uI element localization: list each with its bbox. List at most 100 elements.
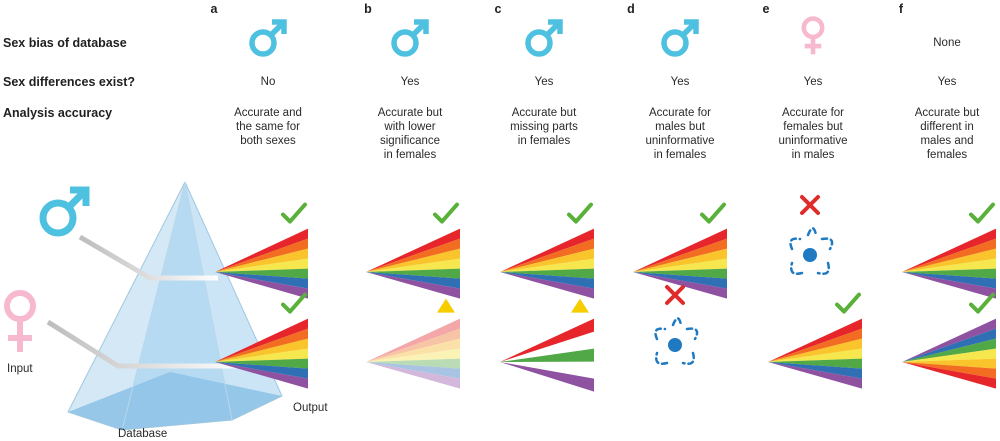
panel-a-male-output-band-0 [215, 228, 308, 272]
panel-f-male-output-band-0 [902, 228, 996, 272]
panel-d-male-output-band-2 [633, 248, 727, 272]
panel-c-male-check-icon [567, 202, 593, 224]
panel-b-female-output-band-1 [366, 328, 460, 362]
bias-text-f: None [933, 37, 961, 49]
row-label-bias: Sex bias of database [3, 36, 127, 50]
panel-label-f: f [898, 2, 904, 16]
panel-d-male-output-band-4 [633, 268, 727, 279]
panel-e-female-output-band-5 [768, 362, 862, 379]
panel-label-a: a [210, 2, 218, 16]
differences-e: Yes [803, 76, 823, 88]
panel-f-female-output-band-2 [902, 338, 996, 362]
panel-c-male-output-band-5 [500, 272, 594, 289]
panel-b-male-output-band-6 [366, 272, 460, 299]
panel-d-male-output-band-0 [633, 228, 727, 272]
panel-c-female-output-band-1 [500, 348, 594, 362]
panel-b-female-output-band-2 [366, 338, 460, 362]
differences-b: Yes [400, 76, 420, 88]
panel-f-female-output-band-4 [902, 358, 996, 369]
panel-c-male-output-band-4 [500, 268, 594, 279]
panel-b-female-output-band-0 [366, 318, 460, 362]
panel-label-b: b [364, 2, 372, 16]
panel-d-female-output-arc-0 [654, 327, 667, 341]
panel-label-e: e [762, 2, 770, 16]
panel-b-male-output-band-3 [366, 258, 460, 272]
accuracy-f: Accurate but different in males and fema… [914, 107, 980, 161]
male-symbol-icon [391, 19, 429, 57]
panel-e-male-output-core [803, 248, 817, 262]
panel-b-male-output-band-4 [366, 268, 460, 279]
panel-e-female-output-band-6 [768, 362, 862, 389]
panel-e-female-output-band-4 [768, 358, 862, 369]
panel-e-male-output-arc-4 [806, 227, 818, 237]
panel-f-male-output-band-5 [902, 272, 996, 289]
panel-c-female-output-band-0 [500, 318, 594, 362]
row-label-accuracy: Analysis accuracy [3, 106, 113, 120]
panel-b-male-check-icon [433, 202, 459, 224]
panel-f-male-output-band-4 [902, 268, 996, 279]
panel-d-female-output-arc-4 [671, 317, 683, 327]
panel-f-male-output-band-2 [902, 248, 996, 272]
panel-c-male-output-band-2 [500, 248, 594, 272]
panel-a-female-output-band-1 [215, 328, 308, 362]
panel-label-d: d [627, 2, 635, 16]
panel-e-female-output-band-1 [768, 328, 862, 362]
panel-d-female-output-core [668, 338, 682, 352]
panel-label-c: c [494, 2, 502, 16]
panel-a-female-output-band-3 [215, 348, 308, 362]
panel-f-male-output-band-3 [902, 258, 996, 272]
panel-c-female-output-band-2 [500, 362, 594, 392]
panel-a-male-output-band-4 [215, 268, 308, 279]
panel-b-female-output-band-6 [366, 362, 460, 389]
panel-d-male-output-band-6 [633, 272, 727, 299]
panel-b-female-output-band-3 [366, 348, 460, 362]
panel-c-male-output-band-6 [500, 272, 594, 299]
panel-d-female-output-arc-1 [685, 327, 699, 341]
panel-b-female-output-band-5 [366, 362, 460, 379]
panel-c-female-warning-icon [571, 298, 589, 313]
accuracy-a: Accurate and the same for both sexes [234, 107, 302, 147]
panel-a-female-check-icon [281, 292, 307, 314]
panel-a-female-output-band-5 [215, 362, 308, 379]
panel-a-male-output-band-5 [215, 272, 308, 289]
panel-c-male-output-band-3 [500, 258, 594, 272]
panel-a-female-output-band-6 [215, 362, 308, 389]
panel-a-female-output-band-4 [215, 358, 308, 369]
database-pyramid [67, 181, 283, 431]
panel-f-female-output-band-1 [902, 328, 996, 362]
panel-e-female-output-band-3 [768, 348, 862, 362]
male-symbol-icon [525, 19, 563, 57]
male-symbol-icon [249, 19, 287, 57]
panel-f-female-check-icon [969, 292, 995, 314]
panel-e-male-cross-icon [800, 195, 820, 215]
panel-a-male-output-band-6 [215, 272, 308, 299]
accuracy-d: Accurate for males but uninformative in … [645, 107, 715, 161]
panel-f-male-check-icon [969, 202, 995, 224]
input-caption: Input [7, 363, 33, 375]
accuracy-e: Accurate for females but uninformative i… [778, 107, 848, 161]
panel-a-male-check-icon [281, 202, 307, 224]
panel-d-female-cross-icon [665, 285, 685, 305]
panel-e-male-output-arc-0 [789, 237, 802, 251]
panel-f-female-output-band-0 [902, 318, 996, 362]
panel-c-male-output-band-0 [500, 228, 594, 272]
panel-d-male-output-band-3 [633, 258, 727, 272]
panel-a-male-output-band-2 [215, 248, 308, 272]
panel-a-male-output-band-3 [215, 258, 308, 272]
panel-f-male-output-band-1 [902, 238, 996, 272]
panel-e-male-output-arc-1 [820, 237, 834, 251]
panel-b-female-warning-icon [437, 298, 455, 313]
panel-a-female-output-band-2 [215, 338, 308, 362]
panel-d-male-output-band-5 [633, 272, 727, 289]
panel-d-male-check-icon [700, 202, 726, 224]
differences-f: Yes [937, 76, 957, 88]
female-symbol-icon [801, 16, 825, 55]
accuracy-c: Accurate but missing parts in females [510, 107, 578, 147]
panel-d-female-output-arc-2 [681, 351, 695, 365]
output-caption: Output [293, 402, 328, 414]
panel-f-female-output-band-5 [902, 362, 996, 379]
panel-f-female-output-band-6 [902, 362, 996, 389]
panel-e-female-output-band-0 [768, 318, 862, 362]
panel-f-female-output-band-3 [902, 348, 996, 362]
